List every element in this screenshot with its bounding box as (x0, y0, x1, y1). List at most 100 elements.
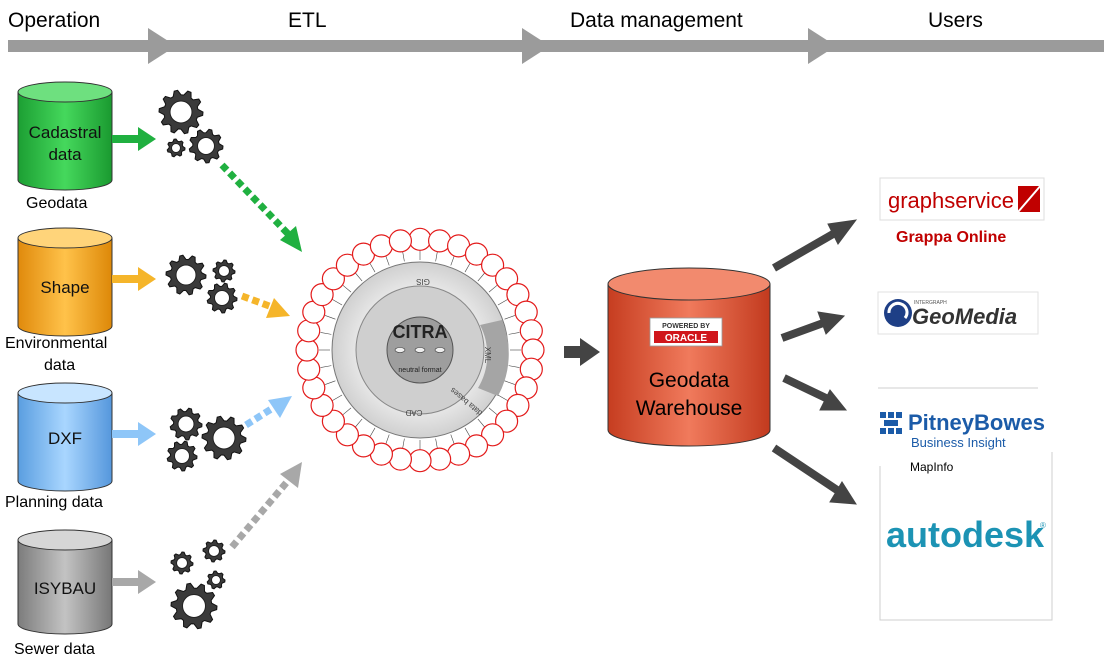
gear-icon-hole (211, 575, 221, 585)
format-node-icon (428, 229, 452, 253)
pitney-bowes-logo: PitneyBowes Business Insight MapInfo (878, 387, 1045, 474)
format-connector (402, 438, 405, 450)
planning-caption: Planning data (5, 494, 103, 511)
format-connector (324, 315, 336, 320)
mapinfo-label: MapInfo (910, 460, 954, 474)
source-dxf-cylinder: DXF (17, 382, 113, 492)
user-arrows (771, 219, 858, 505)
pitney-bowes-icon (880, 412, 902, 434)
format-connector (354, 418, 363, 428)
format-connector (477, 272, 486, 282)
environmental-caption-line2: data (44, 357, 75, 374)
autodesk-logo: autodesk ® (879, 452, 1053, 621)
oracle-badge: POWERED BY ORACLE (649, 317, 723, 347)
registered-mark: ® (1040, 521, 1046, 530)
graphservice-logo: graphservice (879, 177, 1045, 221)
format-node-icon (335, 423, 359, 447)
source-arrows (112, 127, 156, 594)
format-connector (385, 434, 390, 446)
gear-icon-hole (176, 557, 188, 569)
format-connector (450, 254, 455, 266)
format-node-icon (521, 338, 545, 362)
format-connector (488, 407, 498, 416)
format-connector (332, 394, 343, 401)
format-connector (332, 299, 343, 306)
format-connector (497, 394, 508, 401)
stage-etl-label: ETL (288, 9, 327, 32)
gear-icon-hole (171, 143, 181, 153)
format-node-icon (335, 253, 359, 277)
format-connector (385, 254, 390, 266)
format-node-icon (481, 253, 505, 277)
format-connector (435, 250, 438, 262)
geodata-caption: Geodata (26, 195, 87, 212)
stage-operation-label: Operation (8, 9, 100, 32)
gear-icon-hole (208, 545, 220, 557)
stage-data-management-label: Data management (570, 9, 743, 32)
format-connector (508, 332, 520, 335)
autodesk-text: autodesk (886, 514, 1045, 555)
format-node-icon (408, 227, 432, 251)
format-node-icon (388, 447, 412, 471)
citra-converter-wheel: CITRA neutral format GIS XML data bases … (295, 227, 545, 473)
format-node-icon (481, 423, 505, 447)
format-ring-nodes (295, 227, 545, 473)
format-node-icon (295, 338, 319, 362)
citra-title: CITRA (393, 322, 448, 342)
format-connector (354, 272, 363, 282)
format-connector (464, 427, 471, 438)
business-insight-text: Business Insight (911, 435, 1006, 450)
format-node-icon (321, 267, 345, 291)
warehouse-label-line2: Warehouse (636, 397, 743, 420)
format-node-icon (428, 447, 452, 471)
format-node-icon (506, 393, 530, 417)
format-node-icon (321, 409, 345, 433)
gear-icon-hole (214, 290, 230, 306)
format-node-icon (388, 229, 412, 253)
arrow-to-warehouse (564, 338, 600, 366)
format-node-icon (408, 449, 432, 473)
gear-icon-hole (212, 426, 236, 450)
format-connector (477, 418, 486, 428)
format-node-icon (310, 283, 334, 307)
stage-arrow-bar (8, 28, 1104, 64)
dashed-arrows-to-citra (219, 162, 302, 550)
format-connector (497, 299, 508, 306)
format-node-icon (369, 234, 393, 258)
format-connector (369, 427, 376, 438)
citra-neutral-format: neutral format (398, 367, 441, 374)
cadastral-label-line2: data (48, 145, 82, 164)
pitney-bowes-text: PitneyBowes (908, 410, 1045, 435)
format-connector (342, 407, 352, 416)
shape-label: Shape (40, 278, 89, 297)
format-connector (320, 365, 332, 368)
segment-xml-label: XML (483, 347, 492, 364)
database-icons (394, 347, 446, 353)
stage-users-label: Users (928, 9, 983, 32)
format-connector (464, 262, 471, 273)
cadastral-label-line1: Cadastral (29, 123, 102, 142)
geomedia-text: GeoMedia (912, 304, 1017, 329)
gear-icon-hole (182, 594, 206, 618)
format-connector (324, 380, 336, 385)
source-cadastral-cylinder: Cadastral data (17, 81, 113, 191)
format-node-icon (351, 434, 376, 458)
format-connector (435, 438, 438, 450)
gear-icon-hole (175, 264, 197, 286)
format-node-icon (297, 357, 321, 381)
format-connector (450, 434, 455, 446)
geomedia-logo: INTERGRAPH GeoMedia (877, 291, 1039, 335)
source-isybau-cylinder: ISYBAU (17, 529, 113, 635)
gear-icon-hole (169, 100, 193, 124)
format-node-icon (495, 267, 519, 291)
format-connector (488, 284, 498, 293)
powered-by-text: POWERED BY (662, 323, 710, 330)
format-connector (369, 262, 376, 273)
format-connector (342, 284, 352, 293)
dxf-label: DXF (48, 429, 82, 448)
format-node-icon (447, 442, 471, 466)
gear-icon-hole (174, 448, 190, 464)
isybau-label: ISYBAU (34, 579, 96, 598)
format-node-icon (464, 242, 489, 266)
